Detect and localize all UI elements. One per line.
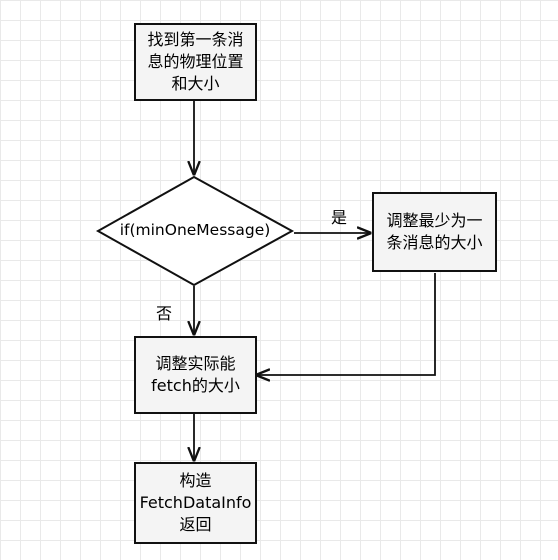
node-adjust-min-one-message: 调整最少为一 条消息的大小 [372, 192, 497, 272]
edge-label-yes: 是 [331, 208, 348, 227]
node-adjust-fetch-size: 调整实际能 fetch的大小 [134, 336, 257, 414]
node-find-first-message: 找到第一条消 息的物理位置 和大小 [134, 23, 257, 101]
decision-diamond [95, 175, 295, 287]
node-build-fetch-data-info: 构造 FetchDataInfo 返回 [134, 462, 257, 544]
arrow-adjust-min-to-fetch [257, 273, 436, 375]
edge-label-no: 否 [156, 304, 173, 323]
node-decision-min-one-message: if(minOneMessage) [119, 221, 271, 239]
